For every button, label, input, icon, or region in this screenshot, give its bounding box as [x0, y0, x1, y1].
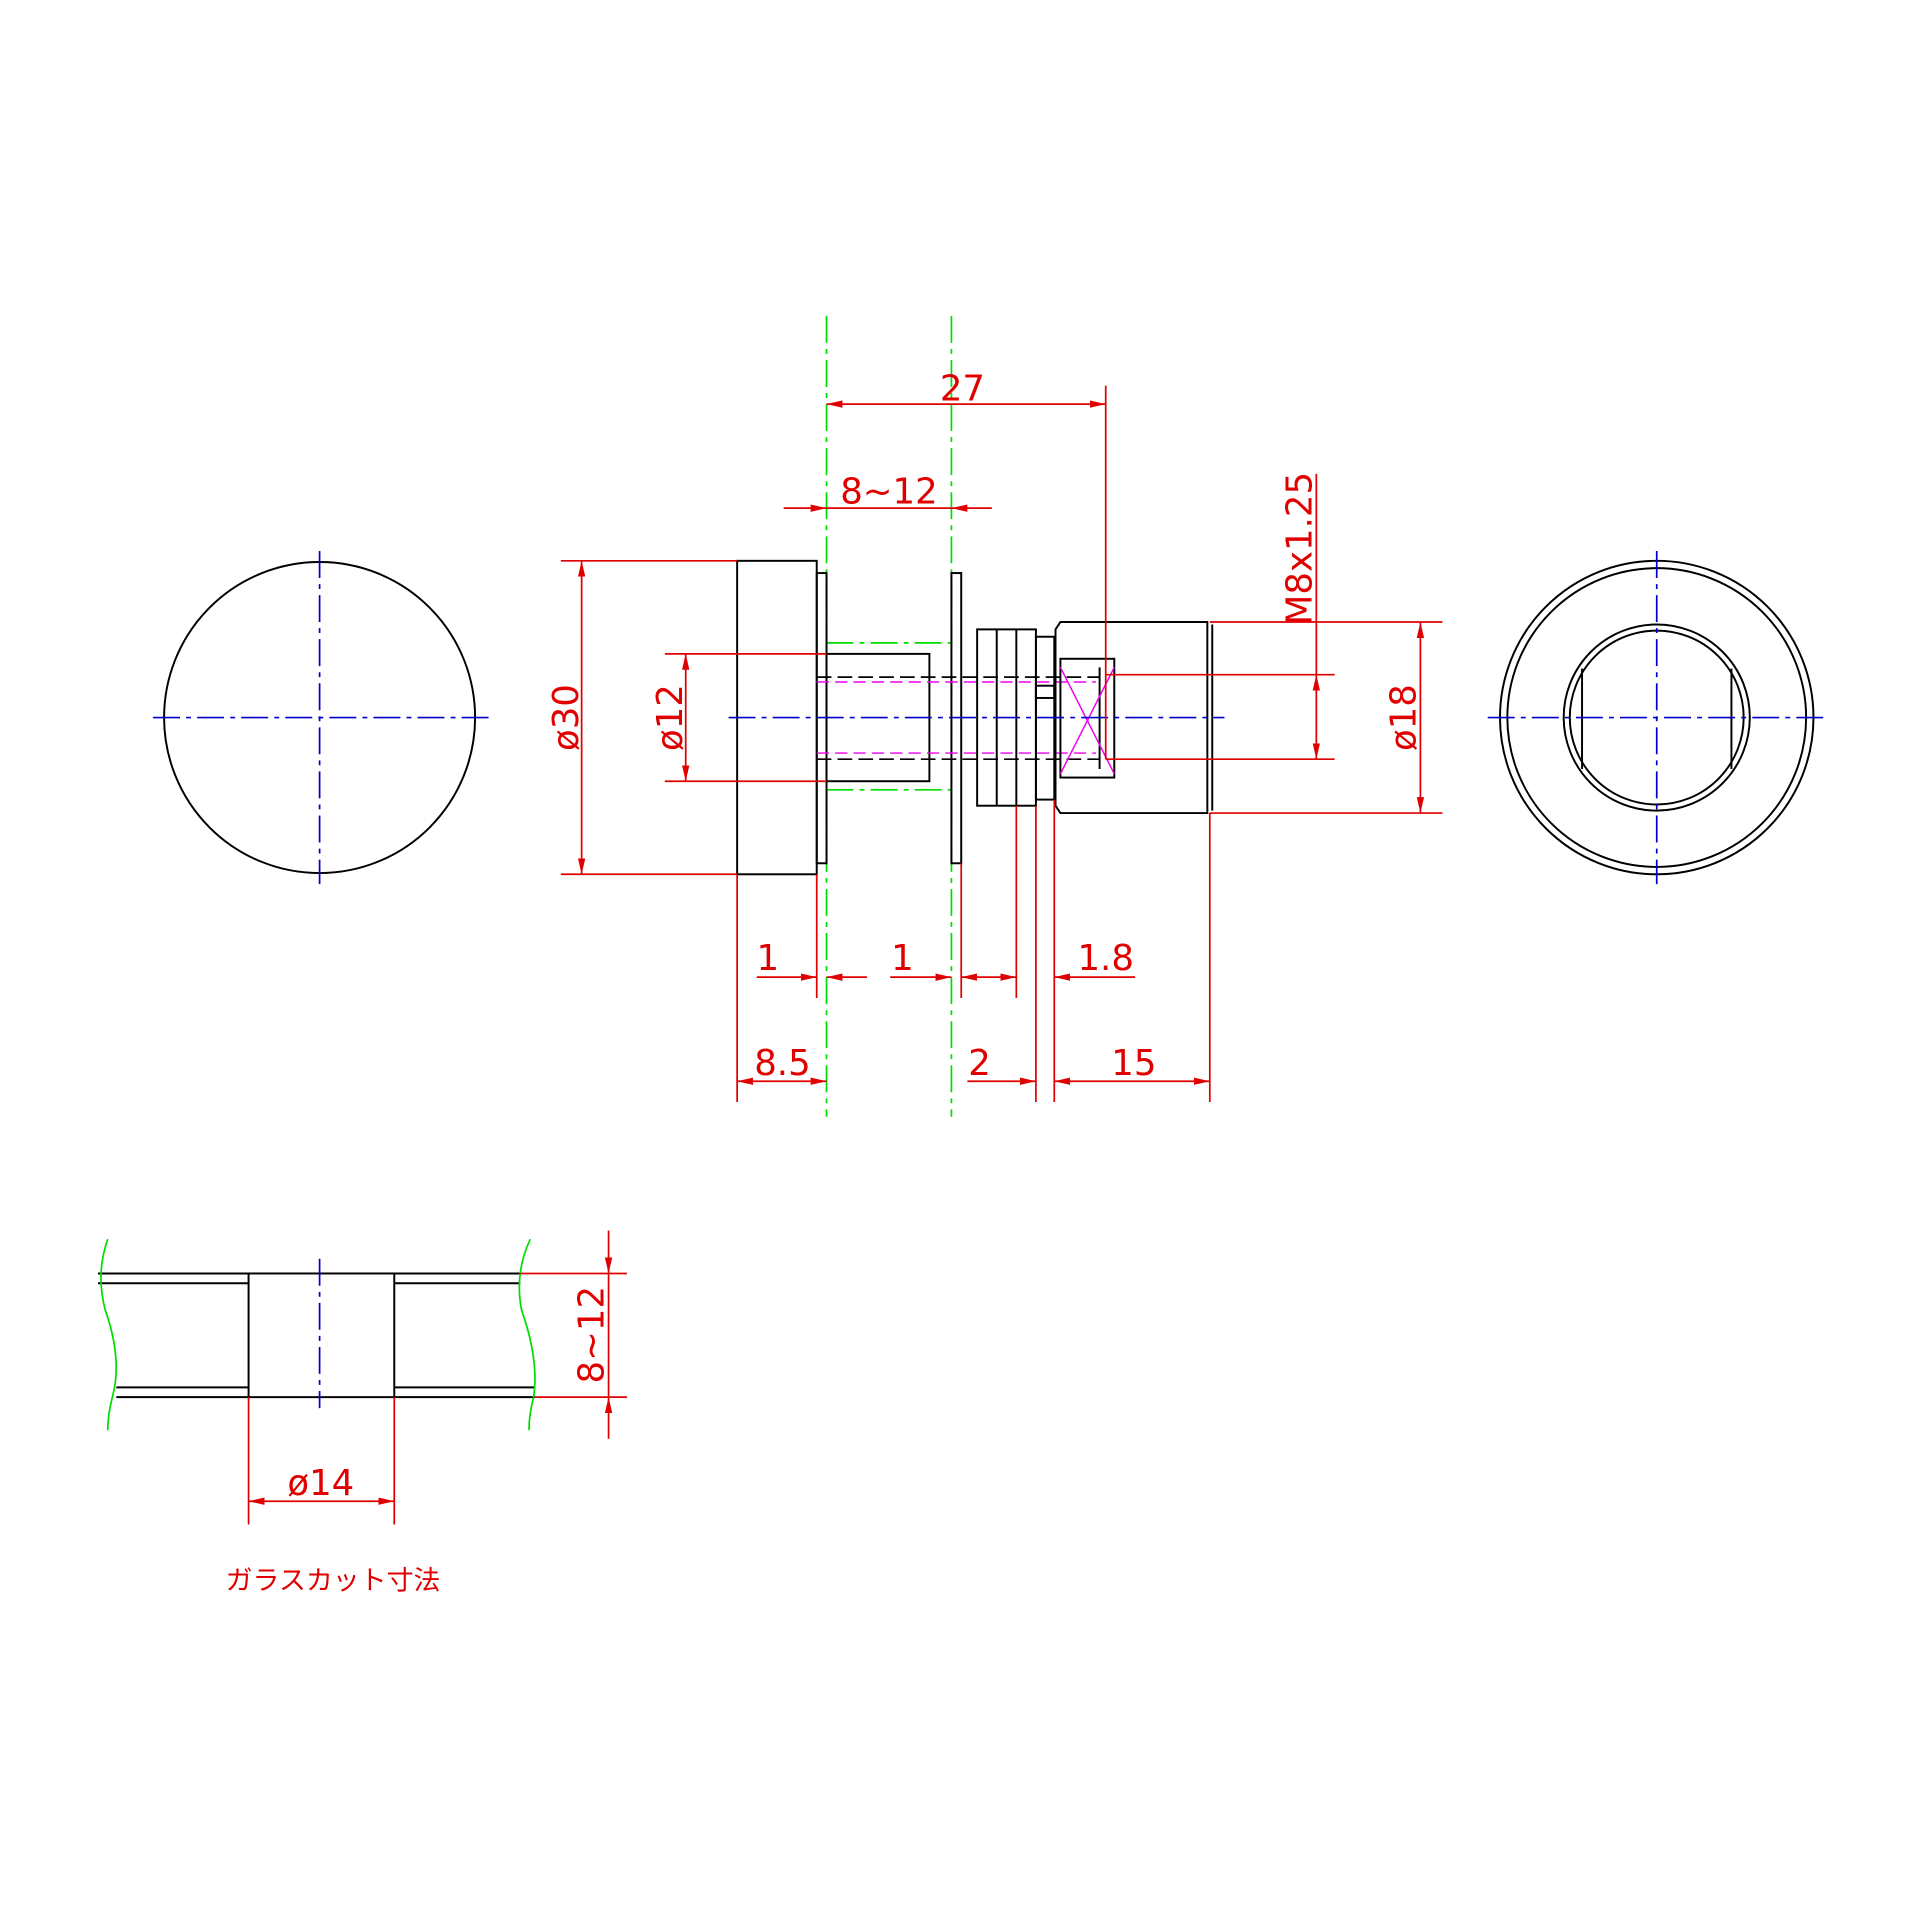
- dim-thread-spec: M8x1.25: [1279, 472, 1320, 625]
- dim-cap-diameter: ø30: [546, 684, 587, 751]
- side-view-assembly: [728, 315, 1225, 1117]
- dim-washer: 2: [968, 1043, 991, 1084]
- dim-gap-right: 1: [891, 938, 914, 979]
- dim-cap-thickness: 8.5: [754, 1043, 810, 1084]
- glass-thickness-label: 8~12: [572, 1286, 613, 1384]
- dim-nut-step: 1.8: [1077, 938, 1133, 979]
- dim-body-length: 15: [1111, 1043, 1156, 1084]
- dim-stud-diameter: ø12: [650, 684, 691, 751]
- hole-diameter-label: ø14: [287, 1463, 354, 1504]
- dim-gap-left: 1: [756, 938, 779, 979]
- front-view-cap: [153, 551, 490, 885]
- glass-cut-caption: ガラスカット寸法: [226, 1565, 441, 1596]
- dim-body-diameter: ø18: [1384, 684, 1425, 751]
- dim-overall-length: 27: [940, 368, 985, 409]
- glass-cut-detail: 8~12 ø14 ガラスカット寸法: [97, 1230, 627, 1596]
- rear-view-body: [1487, 551, 1825, 885]
- dim-glass-thickness: 8~12: [840, 471, 938, 512]
- dimensions: 27 8~12 ø30 ø12 M8x1.25 ø18 1: [546, 368, 1443, 1103]
